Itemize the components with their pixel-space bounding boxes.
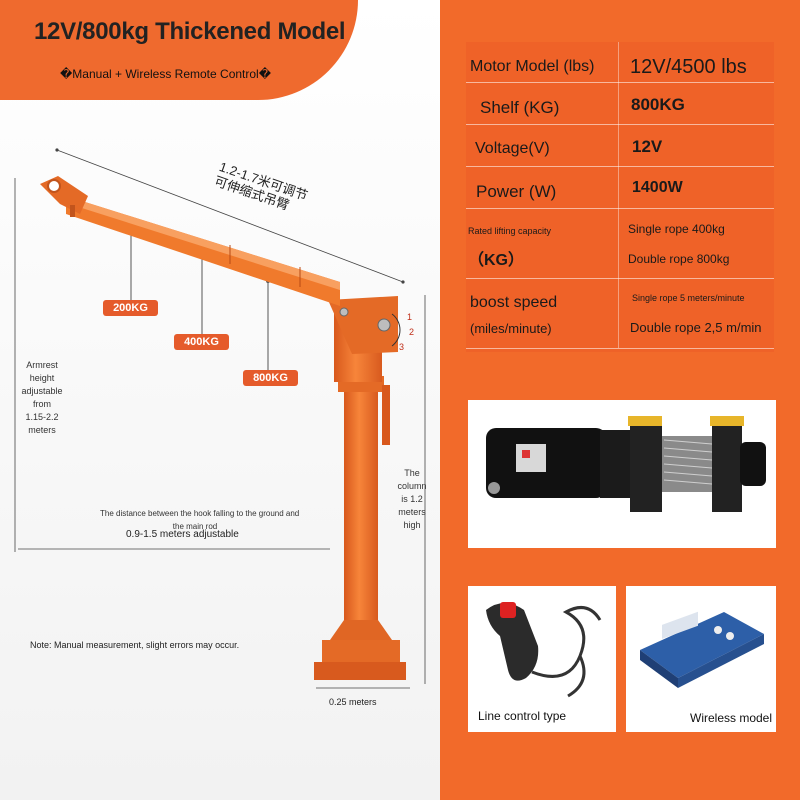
winch-photo bbox=[468, 400, 776, 548]
line-control-image bbox=[486, 602, 602, 698]
wireless-label: Wireless model bbox=[690, 711, 773, 725]
speed-value-line1: Single rope 5 meters/minute bbox=[632, 293, 745, 303]
column-line: is 1.2 bbox=[401, 494, 423, 505]
angle-mark-2: 2 bbox=[409, 327, 415, 337]
armrest-line: meters bbox=[28, 425, 56, 436]
crane-column bbox=[344, 382, 378, 650]
column-line: column bbox=[397, 481, 427, 492]
voltage-label: Voltage(V) bbox=[475, 140, 550, 157]
armrest-height-label: Armrest height adjustable from 1.15-2.2 … bbox=[15, 359, 69, 437]
hook-distance-value: 0.9-1.5 meters adjustable bbox=[126, 529, 239, 540]
shelf-value: 800KG bbox=[631, 95, 685, 114]
armrest-line: from bbox=[33, 399, 51, 410]
wireless-remote-image bbox=[640, 611, 764, 688]
winch-image bbox=[486, 416, 766, 512]
capacity-label-line1: Rated lifting capacity bbox=[468, 226, 552, 236]
title-banner bbox=[0, 0, 358, 100]
boom-dimension-line bbox=[56, 149, 404, 283]
hook-distance-line2: the main rod bbox=[172, 521, 218, 531]
base-width-label: 0.25 meters bbox=[329, 697, 377, 707]
armrest-line: adjustable bbox=[21, 386, 63, 397]
shelf-label: Shelf (KG) bbox=[480, 98, 560, 117]
hook-distance-line1: The distance between the hook falling to… bbox=[100, 509, 300, 518]
capacity-value-line1: Single rope 400kg bbox=[628, 222, 725, 236]
load-tag-800: 800KG bbox=[243, 370, 298, 386]
power-value: 1400W bbox=[632, 179, 683, 196]
page-subtitle: �Manual + Wireless Remote Control� bbox=[60, 67, 272, 81]
hook-distance-label: The distance between the hook falling to… bbox=[100, 508, 300, 534]
armrest-line: Armrest bbox=[26, 360, 58, 370]
crane-base-plate bbox=[314, 662, 406, 680]
load-tag-400: 400KG bbox=[174, 334, 229, 350]
speed-label-line1: boost speed bbox=[470, 294, 558, 311]
page-title: 12V/800kg Thickened Model bbox=[34, 18, 346, 45]
line-control-photo: Line control type bbox=[468, 586, 616, 732]
wireless-photo: Wireless model bbox=[626, 586, 776, 732]
line-control-label: Line control type bbox=[478, 709, 567, 723]
armrest-line: 1.15-2.2 bbox=[25, 412, 59, 423]
measurement-note: Note: Manual measurement, slight errors … bbox=[30, 640, 240, 650]
speed-label-line2: (miles/minute) bbox=[470, 321, 552, 336]
power-label: Power (W) bbox=[476, 182, 557, 201]
crane-hook-head bbox=[40, 176, 88, 214]
column-line: high bbox=[403, 520, 421, 531]
armrest-line: height bbox=[29, 373, 55, 384]
capacity-value-line2: Double rope 800kg bbox=[628, 252, 730, 266]
load-tag-200: 200KG bbox=[103, 300, 158, 316]
column-line: meters bbox=[398, 507, 426, 518]
column-line: The bbox=[404, 468, 420, 478]
column-height-label: The column is 1.2 meters high bbox=[393, 467, 431, 532]
voltage-value: 12V bbox=[632, 137, 663, 156]
crane-illustration bbox=[14, 148, 426, 689]
spec-table: Motor Model (lbs) 12V/4500 lbs Shelf (KG… bbox=[466, 42, 774, 352]
angle-mark-3: 3 bbox=[399, 342, 405, 352]
capacity-label-line2: （KG） bbox=[468, 252, 525, 269]
angle-mark-1: 1 bbox=[407, 312, 413, 322]
motor-value: 12V/4500 lbs bbox=[630, 56, 747, 78]
motor-label: Motor Model (lbs) bbox=[470, 58, 595, 75]
speed-value-line2: Double rope 2,5 m/min bbox=[630, 320, 762, 335]
